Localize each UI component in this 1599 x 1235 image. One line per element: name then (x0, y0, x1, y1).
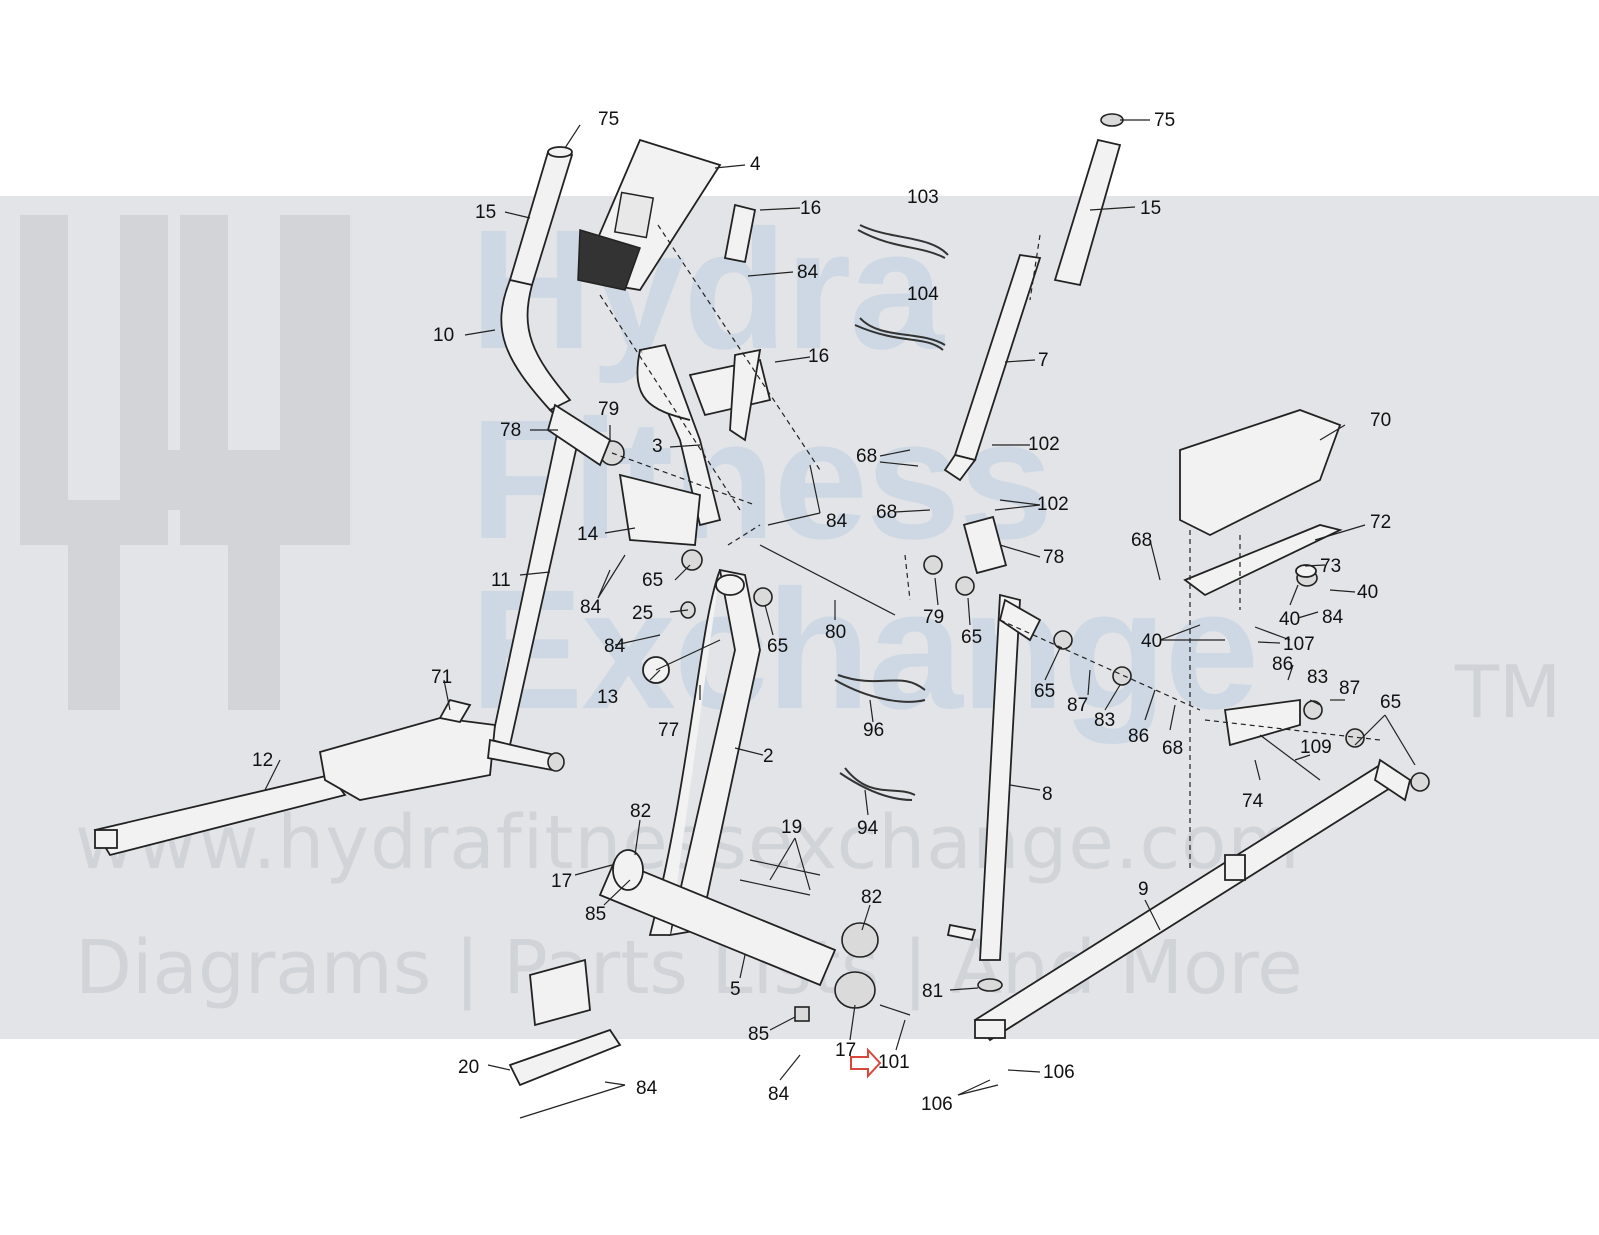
front-foot (508, 1028, 622, 1087)
callout-68-b: 68 (876, 502, 897, 523)
callout-86-b: 86 (1128, 726, 1149, 747)
callout-86-a: 86 (1272, 654, 1293, 675)
callout-106-a: 106 (1043, 1062, 1075, 1083)
callout-84-d: 84 (1322, 607, 1344, 628)
callout-102-a: 102 (1028, 434, 1060, 455)
callout-79-left: 79 (598, 399, 619, 420)
assembly-lines (599, 224, 1381, 870)
callout-40-a: 40 (1357, 582, 1378, 603)
grip-top (723, 203, 757, 264)
front-stabilizer (529, 849, 879, 1027)
water-bottle-holder (618, 473, 701, 546)
callout-109: 109 (1300, 737, 1332, 758)
callout-84-b: 84 (826, 511, 848, 532)
indicator-arrow-icon (850, 1047, 882, 1079)
callout-84-c: 84 (580, 597, 602, 618)
callout-75-left: 75 (598, 109, 619, 130)
callout-17-b: 17 (835, 1040, 856, 1061)
callout-68-a: 68 (856, 446, 877, 467)
callout-16-lower: 16 (808, 346, 829, 367)
callout-94: 94 (857, 818, 879, 839)
callout-83-a: 83 (1094, 710, 1115, 731)
callout-65-e: 65 (1380, 692, 1401, 713)
callout-13: 13 (597, 687, 618, 708)
callout-83-b: 83 (1307, 667, 1328, 688)
callout-11: 11 (491, 570, 511, 591)
callout-78-left: 78 (500, 420, 521, 441)
callout-79-right: 79 (923, 607, 944, 628)
callout-16-top: 16 (800, 198, 821, 219)
callout-80: 80 (825, 622, 846, 643)
callout-7: 7 (1038, 350, 1049, 371)
right-pedal (1179, 409, 1343, 597)
callout-81: 81 (922, 981, 943, 1002)
callout-9: 9 (1138, 879, 1149, 900)
right-upper-arm (943, 113, 1124, 992)
callout-25: 25 (632, 603, 653, 624)
callout-68-c: 68 (1131, 530, 1152, 551)
callout-leaders (264, 119, 1416, 1119)
callout-73: 73 (1320, 556, 1341, 577)
left-pedal-arm (93, 698, 565, 857)
callout-82-a: 82 (630, 801, 651, 822)
callout-74: 74 (1242, 791, 1264, 812)
callout-102-b: 102 (1037, 494, 1069, 515)
callout-96: 96 (863, 720, 884, 741)
callout-15-left: 15 (475, 202, 496, 223)
callout-72: 72 (1370, 512, 1391, 533)
callout-84-g: 84 (768, 1084, 790, 1105)
callout-75-right: 75 (1154, 110, 1175, 131)
callout-65-a: 65 (642, 570, 663, 591)
callout-84-a: 84 (797, 262, 819, 283)
callout-40-b: 40 (1279, 609, 1300, 630)
callout-8: 8 (1042, 784, 1053, 805)
callout-12: 12 (252, 750, 273, 771)
callout-77: 77 (658, 720, 679, 741)
callout-10: 10 (433, 325, 454, 346)
callout-71: 71 (431, 667, 452, 688)
callout-70: 70 (1370, 410, 1391, 431)
rear-rail (973, 758, 1430, 1042)
callout-4: 4 (750, 154, 761, 175)
callout-20: 20 (458, 1057, 479, 1078)
console (577, 138, 722, 291)
callout-labels: 75 4 15 16 103 84 104 10 16 75 15 7 78 7… (252, 109, 1401, 1115)
callout-15-right: 15 (1140, 198, 1161, 219)
callout-65-c: 65 (961, 627, 982, 648)
callout-106-b: 106 (921, 1094, 953, 1115)
wire-harnesses (834, 224, 949, 801)
hardware-parts (642, 544, 1365, 1016)
callout-65-b: 65 (767, 636, 788, 657)
callout-84-f: 84 (636, 1078, 658, 1099)
callout-5: 5 (730, 979, 741, 1000)
callout-65-d: 65 (1034, 681, 1055, 702)
callout-107: 107 (1283, 634, 1315, 655)
callout-40-c: 40 (1141, 631, 1162, 652)
callout-87-a: 87 (1067, 695, 1088, 716)
callout-78-right: 78 (1043, 547, 1064, 568)
callout-68-d: 68 (1162, 738, 1183, 759)
callout-103: 103 (907, 187, 939, 208)
callout-14: 14 (577, 524, 599, 545)
callout-3: 3 (652, 436, 663, 457)
watermark-trademark: TM (1455, 650, 1562, 734)
callout-85-a: 85 (585, 904, 606, 925)
console-mast (636, 343, 772, 527)
callout-19: 19 (781, 817, 802, 838)
callout-82-b: 82 (861, 887, 882, 908)
callout-104: 104 (907, 284, 939, 305)
callout-101: 101 (878, 1052, 910, 1073)
callout-84-e: 84 (604, 636, 626, 657)
callout-2: 2 (763, 746, 774, 767)
callout-17-a: 17 (551, 871, 572, 892)
left-upper-arm (490, 146, 625, 747)
callout-85-b: 85 (748, 1024, 769, 1045)
callout-87-b: 87 (1339, 678, 1360, 699)
